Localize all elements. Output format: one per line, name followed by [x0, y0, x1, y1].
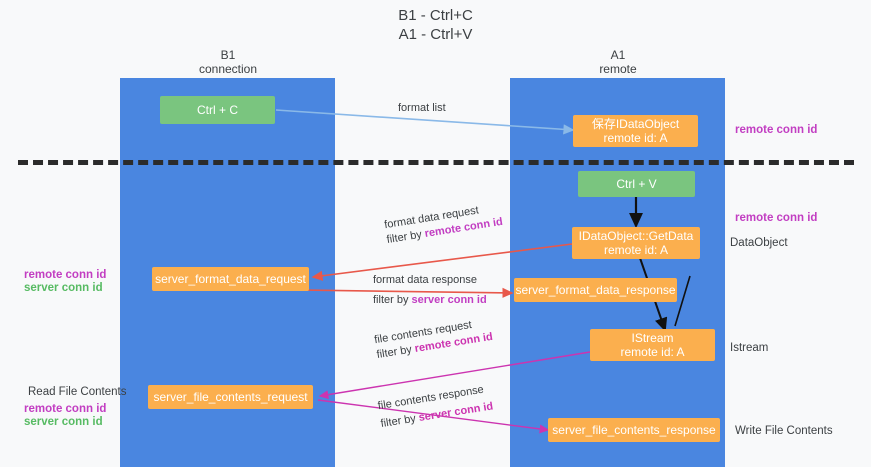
title-line-1: B1 - Ctrl+C — [398, 7, 473, 24]
box-ctrl-c-label: Ctrl + C — [196, 103, 238, 117]
left-label-read-file-contents: Read File Contents — [28, 386, 127, 398]
label-format-data-response-line1: format data response — [373, 274, 477, 286]
right-label-dataobject: DataObject — [730, 237, 788, 249]
arrow-file-contents-request — [318, 351, 591, 400]
label-format-data-response-line2: filter by server conn id — [373, 293, 487, 308]
box-server-format-data-response-label: server_format_data_response — [515, 283, 676, 297]
box-save-dataobject-line2: remote id: A — [603, 131, 668, 145]
column-header-left-role: connection — [198, 62, 258, 76]
box-ctrl-v[interactable]: Ctrl + V — [578, 171, 695, 197]
label-format-data-response-prefix: filter by — [373, 294, 412, 306]
right-label-remote-conn-id-mid: remote conn id — [735, 212, 818, 224]
box-getdata-line2: remote id: A — [603, 243, 669, 257]
box-istream[interactable]: IStream remote id: A — [590, 329, 715, 361]
arrow-response-to-istream — [674, 275, 691, 327]
right-label-istream: Istream — [730, 342, 769, 354]
right-label-write-file-contents: Write File Contents — [735, 425, 833, 437]
diagram-title: B1 - Ctrl+C A1 - Ctrl+V — [0, 6, 871, 44]
column-header-right-name: A1 — [610, 48, 626, 62]
label-format-list-text: format list — [398, 102, 446, 114]
box-server-format-data-response[interactable]: server_format_data_response — [514, 278, 677, 302]
arrow-file-contents-response — [317, 399, 550, 434]
box-istream-line1: IStream — [631, 331, 674, 345]
arrow-format-data-request — [311, 243, 573, 281]
column-header-left-name: B1 — [220, 48, 236, 62]
left-label-remote-conn-id-bottom: remote conn id — [24, 403, 107, 415]
box-getdata-line1: IDataObject::GetData — [578, 229, 694, 243]
title-line-2: A1 - Ctrl+V — [398, 26, 473, 43]
column-header-right: A1 remote — [508, 48, 728, 76]
box-server-format-data-request-label: server_format_data_request — [155, 272, 306, 286]
left-label-remote-conn-id-mid: remote conn id — [24, 269, 107, 281]
label-format-list: format list — [398, 101, 446, 116]
box-server-file-contents-response-label: server_file_contents_response — [552, 423, 716, 437]
box-server-format-data-request[interactable]: server_format_data_request — [152, 267, 309, 291]
box-ctrl-v-label: Ctrl + V — [616, 177, 657, 191]
left-label-server-conn-id-mid: server conn id — [24, 282, 103, 294]
box-istream-line2: remote id: A — [620, 345, 685, 359]
column-header-right-role: remote — [599, 62, 637, 76]
box-ctrl-c[interactable]: Ctrl + C — [160, 96, 275, 124]
box-server-file-contents-response[interactable]: server_file_contents_response — [548, 418, 720, 442]
box-save-dataobject-line1: 保存IDataObject — [591, 117, 680, 131]
box-server-file-contents-request[interactable]: server_file_contents_request — [148, 385, 313, 409]
phase-divider — [18, 160, 854, 165]
box-server-file-contents-request-label: server_file_contents_request — [153, 390, 308, 404]
column-header-left: B1 connection — [118, 48, 338, 76]
box-save-dataobject[interactable]: 保存IDataObject remote id: A — [573, 115, 698, 147]
label-format-data-response: format data response filter by server co… — [373, 273, 487, 308]
right-label-remote-conn-id-top: remote conn id — [735, 124, 818, 136]
label-format-data-response-key: server conn id — [411, 294, 487, 306]
left-label-server-conn-id-bottom: server conn id — [24, 416, 103, 428]
box-idataobject-getdata[interactable]: IDataObject::GetData remote id: A — [572, 227, 700, 259]
arrow-format-list — [275, 109, 575, 135]
